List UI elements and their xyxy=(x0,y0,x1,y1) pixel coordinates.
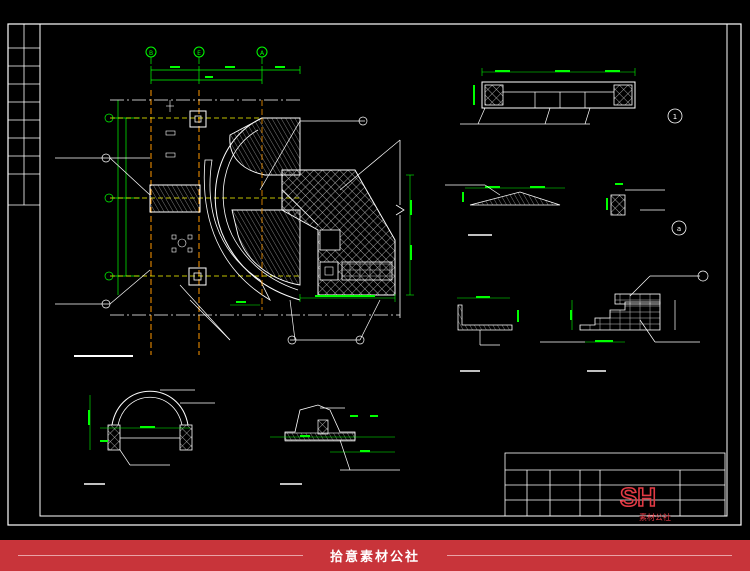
bottom-dimension-labels xyxy=(236,200,412,303)
top-dimension-lines xyxy=(150,57,301,84)
bench-section xyxy=(270,404,400,485)
svg-text:a: a xyxy=(677,225,681,233)
callout-marker-1: 1 xyxy=(667,108,683,124)
pillar-bottom xyxy=(188,267,207,286)
svg-text:素材公社: 素材公社 xyxy=(639,512,671,522)
footer-divider-right xyxy=(447,555,732,556)
watermark-logo: SH 素材公社 xyxy=(619,481,671,522)
left-axis-markers xyxy=(104,100,140,295)
stair-section xyxy=(540,270,709,372)
main-site-plan: B E A xyxy=(55,46,414,357)
footer-text: 拾意素材公社 xyxy=(329,550,420,565)
bottom-dimension-lines xyxy=(230,174,414,306)
wall-elevation xyxy=(460,68,636,125)
column-axis-lines xyxy=(150,90,200,355)
planter-box xyxy=(149,184,201,213)
axis-marker-2: E xyxy=(193,46,205,58)
axis-marker-3: A xyxy=(256,46,268,58)
axis-marker-1: B xyxy=(145,46,157,58)
curved-paving xyxy=(203,100,301,310)
drawing-frame xyxy=(7,23,742,526)
svg-text:A: A xyxy=(260,50,265,57)
pillar-top xyxy=(189,110,207,128)
hatched-plaza xyxy=(281,169,396,296)
footer-banner: 拾意素材公社 xyxy=(0,540,750,571)
boundary-lines xyxy=(110,99,400,316)
seating-symbols xyxy=(165,100,193,253)
arch-elevation xyxy=(84,389,215,485)
title-block xyxy=(504,452,726,517)
break-line xyxy=(395,140,405,318)
ramp-section xyxy=(445,184,565,236)
leader-lines xyxy=(55,116,401,345)
svg-text:B: B xyxy=(149,50,153,57)
footer-divider-left xyxy=(18,555,303,556)
svg-text:E: E xyxy=(197,50,201,57)
top-dimension-labels xyxy=(170,66,285,78)
pillar-detail xyxy=(606,183,665,216)
svg-text:SH: SH xyxy=(620,482,656,512)
svg-text:1: 1 xyxy=(673,113,677,121)
curb-section xyxy=(457,296,519,372)
callout-marker-a: a xyxy=(671,220,687,236)
left-title-strip xyxy=(8,24,40,206)
